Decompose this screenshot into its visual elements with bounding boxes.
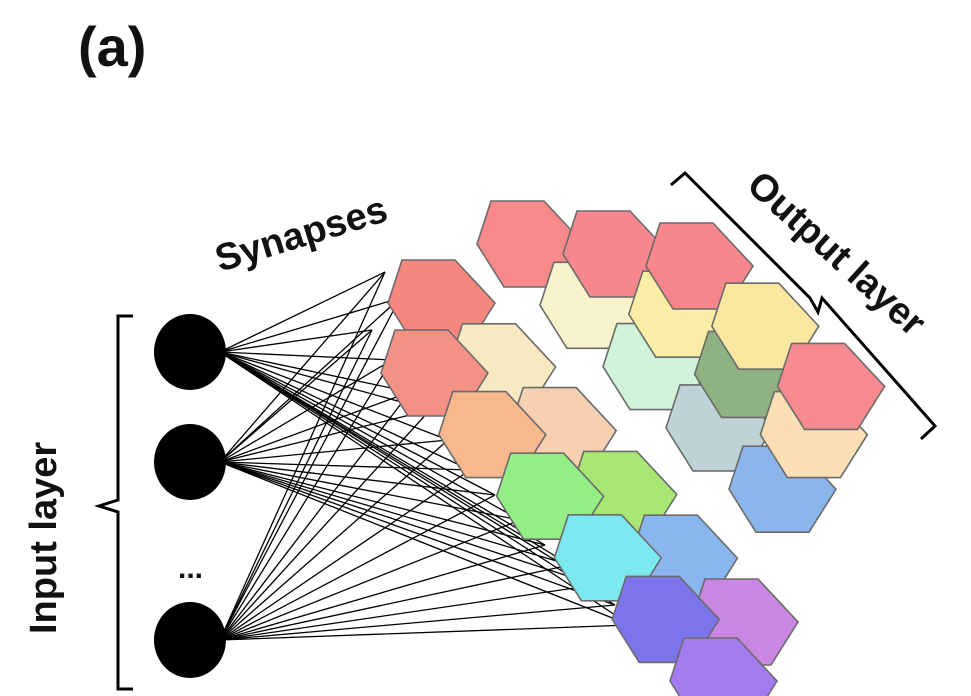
synapse-line (219, 409, 431, 641)
synapse-line (219, 297, 401, 641)
synapse-line (219, 624, 631, 641)
synapse-line (219, 604, 616, 641)
synapse-line (219, 409, 431, 463)
input-node (154, 602, 226, 678)
input-layer-nodes (154, 314, 226, 678)
input-node (154, 314, 226, 390)
synapse-line (219, 564, 571, 641)
synapse-line (219, 461, 571, 566)
synapse-line (219, 351, 471, 471)
synapse-line (219, 351, 411, 393)
synapse-line (219, 584, 596, 641)
output-layer-grid (380, 200, 886, 696)
synapse-line (219, 351, 496, 496)
synapse-line (219, 519, 521, 641)
output-layer-bracket (670, 170, 938, 441)
synapse-line (219, 544, 546, 641)
synapse-line (219, 271, 386, 463)
synapse-line (219, 359, 393, 641)
synapse-line (219, 461, 616, 606)
synapse-line (219, 351, 393, 361)
synapse-line (219, 351, 616, 606)
synapses-label: Synapses (210, 189, 392, 281)
synapse-line (219, 439, 449, 641)
synapse-line (219, 297, 401, 463)
synapse-line (219, 469, 471, 641)
synapse-line (219, 329, 373, 463)
synapse-line (219, 461, 521, 521)
panel-label: (a) (78, 15, 146, 78)
synapse-line (219, 351, 431, 411)
synapse-line (219, 271, 386, 353)
synapse-line (219, 351, 449, 441)
synapse-connections (219, 271, 631, 641)
synapse-line (219, 359, 393, 463)
input-layer-bracket (94, 314, 133, 691)
output-neuron-hex (669, 637, 779, 696)
synapse-line (219, 461, 471, 471)
output-neuron-hex (776, 342, 886, 431)
input-ellipsis: ... (178, 552, 203, 585)
synapse-line (219, 271, 386, 641)
synapse-line (219, 391, 411, 641)
synapse-line (219, 351, 631, 626)
synapse-line (219, 439, 449, 463)
synapse-line (219, 351, 546, 546)
synapse-line (219, 329, 373, 353)
synapse-line (219, 297, 401, 353)
synapse-line (219, 494, 496, 641)
synapse-line (219, 461, 596, 586)
input-layer-label: Input layer (23, 442, 65, 634)
input-node (154, 424, 226, 500)
synapse-line (219, 461, 496, 496)
synapse-line (219, 329, 373, 641)
